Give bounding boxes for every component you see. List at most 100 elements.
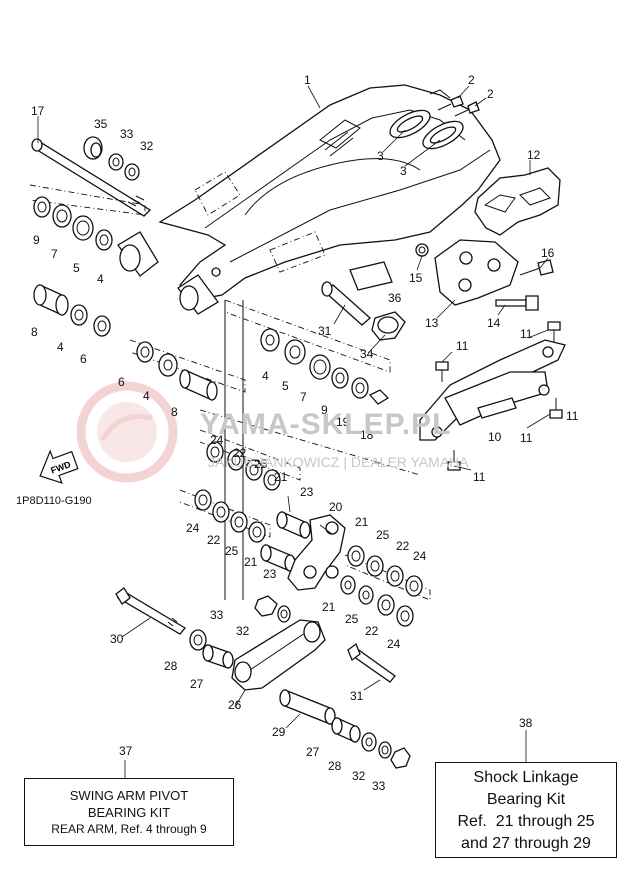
callout-32: 32 (352, 769, 366, 783)
callout-numbers: 1 2 2 3 3 17 35 33 32 12 9 7 5 4 16 15 3… (31, 73, 579, 793)
callout-24: 24 (387, 637, 401, 651)
callout-21: 21 (274, 470, 288, 484)
callout-7: 7 (300, 390, 307, 404)
callout-26: 26 (228, 698, 242, 712)
callout-22: 22 (396, 539, 410, 553)
callout-35: 35 (94, 117, 108, 131)
callout-2: 2 (468, 73, 475, 87)
collar-29 (279, 689, 336, 725)
link-rings-upper (199, 429, 311, 539)
watermark-subtitle: JAKUB JANKOWICZ | DEALER YAMAHA (208, 454, 469, 470)
callout-20: 20 (329, 500, 343, 514)
callout-31: 31 (318, 324, 332, 338)
nut-33-32 (254, 595, 291, 623)
callout-4: 4 (143, 389, 150, 403)
callout-21: 21 (244, 555, 258, 569)
watermark-logo (76, 381, 178, 483)
callout-3: 3 (400, 164, 407, 178)
callout-leaders (37, 85, 551, 729)
callout-25: 25 (345, 612, 359, 626)
callout-23: 23 (263, 567, 277, 581)
swing-arm-pivot-kit-box: SWING ARM PIVOT BEARING KIT REAR ARM, Re… (24, 778, 234, 846)
callout-1: 1 (304, 73, 311, 87)
kit-right-line3: Ref. 21 through 25 (457, 813, 595, 830)
nut-15 (415, 243, 429, 257)
callout-27: 27 (306, 745, 320, 759)
watermark-brand: YAMA-SKLEP.PL (200, 408, 452, 441)
callout-4: 4 (57, 340, 64, 354)
callout-11: 11 (520, 327, 533, 341)
callout-31: 31 (350, 689, 364, 703)
callout-24: 24 (413, 549, 427, 563)
callout-33: 33 (210, 608, 224, 622)
callout-6: 6 (118, 375, 125, 389)
bolt-30 (115, 587, 186, 635)
callout-22: 22 (207, 533, 221, 547)
link-rings-right (340, 545, 431, 627)
label-36 (349, 261, 393, 291)
relay-arm-20 (287, 514, 346, 591)
callout-18: 18 (360, 428, 374, 442)
callout-8: 8 (31, 325, 38, 339)
kit-left-line3: REAR ARM, Ref. 4 through 9 (51, 822, 207, 836)
diagram-code: 1P8D110-G190 (16, 495, 92, 507)
kit-left-line2: BEARING KIT (87, 805, 171, 820)
shock-linkage-kit-box: Shock Linkage Bearing Kit Ref. 21 throug… (435, 762, 617, 858)
callout-12: 12 (527, 148, 541, 162)
callout-22: 22 (233, 446, 247, 460)
bolt-31-lower (347, 642, 396, 683)
callout-28: 28 (328, 759, 342, 773)
callout-4: 4 (262, 369, 269, 383)
fwd-arrow-icon: FWD (39, 449, 79, 484)
kit-left-ref: 37 (119, 744, 133, 758)
kit-right-ref: 38 (519, 716, 533, 730)
collar-stack-6-4-8 (129, 339, 246, 402)
kit-right-line1: Shock Linkage (473, 769, 579, 786)
kit-left-line1: SWING ARM PIVOT (69, 788, 189, 803)
chain-guide-bracket-13 (434, 239, 519, 306)
callout-10: 10 (488, 430, 502, 444)
callout-25: 25 (225, 544, 239, 558)
connecting-rod-26 (231, 619, 326, 691)
callout-25: 25 (254, 457, 268, 471)
callout-21: 21 (355, 515, 369, 529)
callout-2: 2 (487, 87, 494, 101)
guide-lines (199, 300, 421, 600)
callout-14: 14 (487, 316, 501, 330)
callout-30: 30 (110, 632, 124, 646)
callout-24: 24 (210, 433, 224, 447)
callout-23: 23 (300, 485, 314, 499)
callout-27: 27 (190, 677, 204, 691)
kit-right-line2: Bearing Kit (486, 791, 566, 808)
callout-34: 34 (360, 347, 374, 361)
callout-5: 5 (282, 379, 289, 393)
callout-3: 3 (377, 149, 384, 163)
bearing-stack-left (29, 184, 146, 251)
callout-9: 9 (321, 403, 328, 417)
callout-7: 7 (51, 247, 58, 261)
chain-guide-12 (474, 167, 561, 236)
callout-17: 17 (31, 104, 45, 118)
callout-6: 6 (80, 352, 87, 366)
nut-34 (371, 311, 406, 341)
callout-36: 36 (388, 291, 402, 305)
callout-28: 28 (164, 659, 178, 673)
callout-13: 13 (425, 316, 439, 330)
callout-21: 21 (322, 600, 336, 614)
callout-5: 5 (73, 261, 80, 275)
callout-19: 19 (336, 415, 350, 429)
callout-11: 11 (520, 431, 533, 445)
link-rings-middle (179, 489, 296, 572)
bearing-28-27-left (189, 629, 234, 669)
callout-11: 11 (473, 470, 486, 484)
callout-4: 4 (97, 272, 104, 286)
bolt-14 (495, 295, 539, 311)
kit-right-line4: and 27 through 29 (461, 835, 591, 852)
callout-32: 32 (236, 624, 250, 638)
callout-9: 9 (33, 233, 40, 247)
callout-11: 11 (456, 339, 469, 353)
bearing-stack-right (224, 299, 391, 405)
callout-16: 16 (541, 246, 555, 260)
bearing-stack-lower (331, 716, 411, 769)
callout-22: 22 (365, 624, 379, 638)
